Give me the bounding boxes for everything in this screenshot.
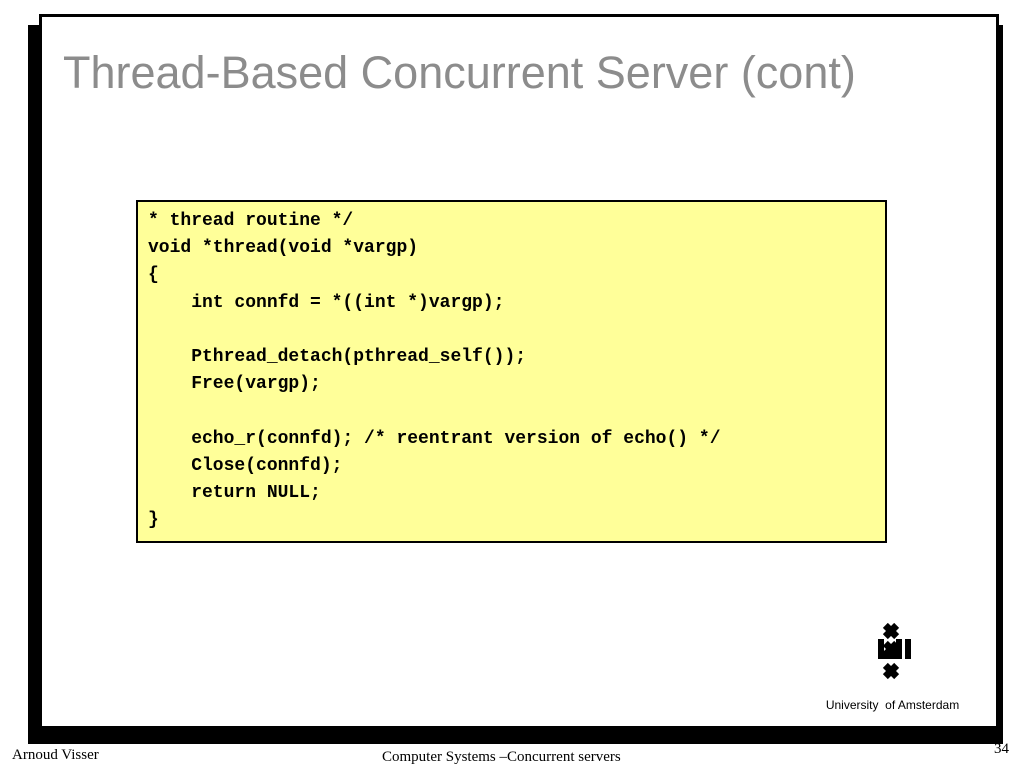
university-name: University of Amsterdam bbox=[825, 698, 960, 712]
slide-title: Thread-Based Concurrent Server (cont) bbox=[63, 47, 856, 98]
page-number: 34 bbox=[994, 741, 1009, 757]
footer-course: Computer Systems –Concurrent servers bbox=[382, 749, 621, 765]
code-block: * thread routine */ void *thread(void *v… bbox=[136, 200, 887, 543]
code-text: * thread routine */ void *thread(void *v… bbox=[148, 211, 721, 531]
footer-author: Arnoud Visser bbox=[12, 747, 99, 763]
university-logo-icon bbox=[878, 623, 911, 680]
